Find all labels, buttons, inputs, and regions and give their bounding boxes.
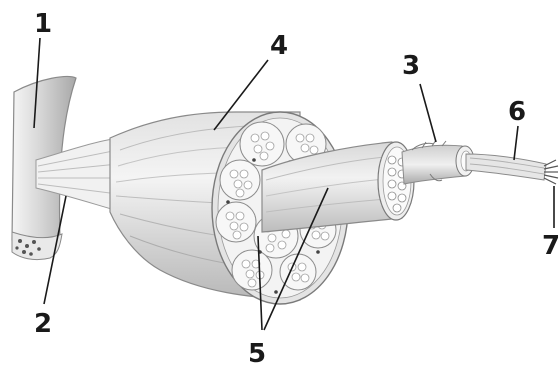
label-3: 3 [402,51,420,81]
muscle-fiber [402,140,474,184]
fascicle-cross-section [232,250,272,290]
label-1: 1 [34,9,52,39]
fascicle-cross-section [240,122,284,166]
label-6: 6 [508,97,526,127]
myofibril [466,154,546,180]
label-7: 7 [542,231,560,261]
label-5: 5 [248,339,266,369]
fascicle-cross-section [280,254,316,290]
fascicle-cross-section [220,160,260,200]
leader-line-6 [514,126,518,160]
label-2: 2 [34,309,52,339]
label-4: 4 [270,31,288,61]
fascicle-cross-section [216,202,256,242]
leader-line-3 [420,84,436,142]
